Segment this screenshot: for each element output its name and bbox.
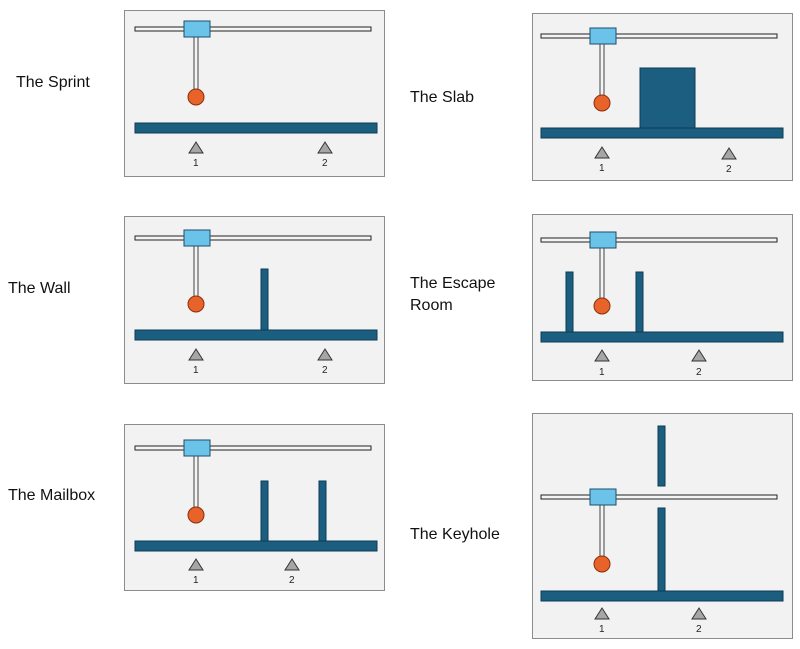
diagram-wall: 1 2 (134, 229, 378, 376)
label-sprint: The Sprint (16, 74, 90, 91)
pendulum-ball-icon (187, 295, 205, 313)
diagram-escape-room: 1 2 (540, 231, 784, 378)
rail (540, 237, 778, 243)
triangle-marker-icon (317, 348, 333, 361)
floor-beam (134, 540, 378, 552)
carriage-icon (183, 20, 211, 38)
rail (540, 494, 778, 500)
carriage-icon (589, 27, 617, 45)
floor-beam (134, 122, 378, 134)
carriage-icon (183, 229, 211, 247)
label-wall: The Wall (8, 280, 71, 297)
floor-beam (134, 329, 378, 341)
pendulum-ball-icon (593, 555, 611, 573)
carriage-icon (589, 231, 617, 249)
rod (193, 455, 199, 511)
pendulum-ball-icon (187, 506, 205, 524)
label-keyhole: The Keyhole (410, 526, 500, 543)
triangle-marker-icon (317, 141, 333, 154)
lower-wall (657, 507, 666, 593)
marker-2-label: 2 (696, 624, 702, 635)
pendulum-ball-icon (593, 297, 611, 315)
diagram-keyhole: 1 2 (540, 425, 784, 635)
rail (134, 445, 372, 451)
panel-keyhole: 1 2 (532, 413, 793, 639)
rod (193, 36, 199, 95)
label-escape-room: The Escape Room (410, 275, 496, 314)
triangle-marker-icon (594, 349, 610, 362)
marker-2-label: 2 (289, 575, 295, 586)
marker-1-label: 1 (193, 365, 199, 376)
diagram-mailbox: 1 2 (134, 439, 378, 586)
panel-mailbox: 1 2 (124, 424, 385, 591)
rail (540, 33, 778, 39)
rail (134, 235, 372, 241)
triangle-marker-icon (594, 607, 610, 620)
left-wall (565, 271, 574, 333)
pendulum-ball-icon (187, 88, 205, 106)
rail (134, 26, 372, 32)
triangle-marker-icon (721, 147, 737, 160)
triangle-marker-icon (594, 146, 610, 159)
upper-wall (657, 425, 666, 487)
panel-slab: 1 2 (532, 13, 793, 181)
marker-2-label: 2 (322, 365, 328, 376)
panel-sprint: 1 2 (124, 10, 385, 177)
carriage-icon (589, 488, 617, 506)
wall (318, 480, 327, 542)
wall (260, 268, 269, 332)
pendulum-ball-icon (593, 94, 611, 112)
rod (599, 43, 605, 100)
triangle-marker-icon (188, 348, 204, 361)
panel-wall: 1 2 (124, 216, 385, 384)
label-mailbox: The Mailbox (8, 487, 96, 504)
rod (599, 504, 605, 559)
marker-1-label: 1 (193, 575, 199, 586)
slab-block (639, 67, 696, 129)
triangle-marker-icon (691, 349, 707, 362)
floor-beam (540, 590, 784, 602)
marker-2-label: 2 (696, 367, 702, 378)
triangle-marker-icon (284, 558, 300, 571)
right-wall (635, 271, 644, 333)
diagram-sprint: 1 2 (134, 20, 378, 169)
floor-beam (540, 127, 784, 139)
triangle-marker-icon (188, 558, 204, 571)
rod (193, 245, 199, 302)
marker-2-label: 2 (726, 164, 732, 175)
wall (260, 480, 269, 542)
marker-1-label: 1 (599, 624, 605, 635)
diagram-slab: 1 2 (540, 27, 784, 175)
label-slab: The Slab (410, 89, 475, 106)
floor-beam (540, 331, 784, 343)
panel-escape-room: 1 2 (532, 214, 793, 381)
triangle-marker-icon (691, 607, 707, 620)
triangle-marker-icon (188, 141, 204, 154)
marker-1-label: 1 (193, 158, 199, 169)
marker-2-label: 2 (322, 158, 328, 169)
marker-1-label: 1 (599, 163, 605, 174)
rod (599, 247, 605, 303)
carriage-icon (183, 439, 211, 457)
marker-1-label: 1 (599, 367, 605, 378)
